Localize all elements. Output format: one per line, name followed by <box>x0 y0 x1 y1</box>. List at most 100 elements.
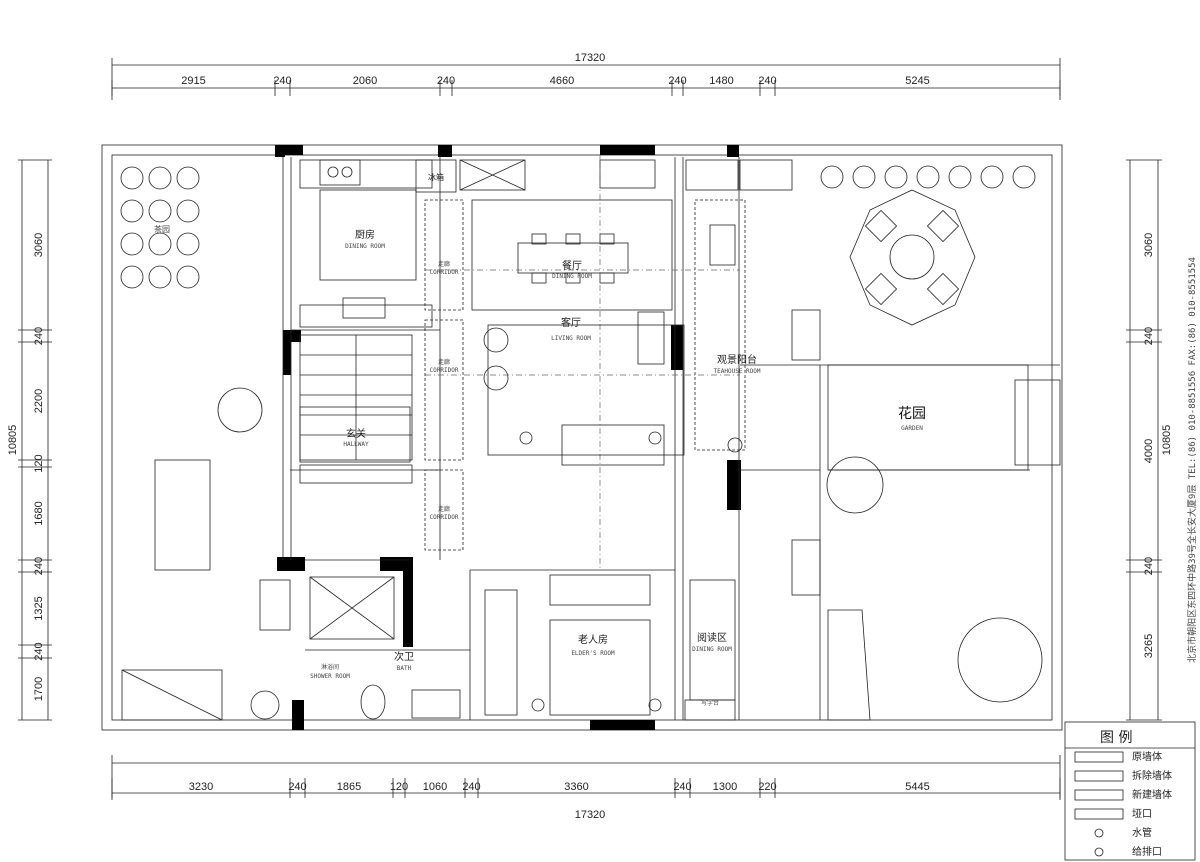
bottom-dim-label: 5445 <box>905 781 929 793</box>
top-dim-label: 240 <box>273 75 291 87</box>
legend-item: 水管 <box>1132 826 1152 839</box>
bottom-dim-label: 1060 <box>423 781 447 793</box>
garden-lower <box>121 459 871 721</box>
reading-sublabel: DINING ROOM <box>692 646 732 653</box>
corridor2-label: 走廊 <box>438 358 450 366</box>
fridge-box <box>415 159 457 193</box>
top-dim-label: 240 <box>758 75 776 87</box>
shower-sublabel: SHOWER ROOM <box>310 673 350 680</box>
left-total-dim: 10805 <box>7 425 19 456</box>
left-dim-label: 1680 <box>33 501 45 525</box>
top-dim-label: 4660 <box>550 75 574 87</box>
living-area <box>425 311 740 466</box>
stairs <box>299 334 413 461</box>
tea-room-label: 观景阳台 <box>717 353 757 366</box>
bath-sublabel: BATH <box>397 665 412 672</box>
right-dim-label: 3265 <box>1143 634 1155 658</box>
legend-item: 垭口 <box>1132 807 1152 820</box>
corridor3-label: 走廊 <box>438 505 450 513</box>
corridor-boxes <box>424 199 464 551</box>
gazebo <box>849 189 976 326</box>
corridor1-label: 走廊 <box>438 260 450 268</box>
left-dim-label: 240 <box>33 327 45 345</box>
bottom-dim-label: 220 <box>758 781 776 793</box>
top-dim-label: 1480 <box>709 75 733 87</box>
dining-area <box>425 155 740 570</box>
walls <box>275 145 741 730</box>
corridor1-sublabel: CORRIDOR <box>430 269 459 276</box>
left-dim-label: 1325 <box>33 596 45 620</box>
legend-title: 图 例 <box>1100 730 1132 746</box>
bath-fixtures <box>250 576 461 720</box>
right-dimensions: 10805 3060 240 4000 240 3265 <box>1126 159 1173 721</box>
fridge-label: 冰箱 <box>428 172 444 182</box>
right-dim-label: 240 <box>1143 327 1155 345</box>
garden-sublabel: GARDEN <box>901 425 923 432</box>
entry-sublabel: HALLWAY <box>343 441 369 448</box>
left-dimensions: 10805 3060 240 2200 120 1680 240 1325 240 1700 <box>7 159 52 721</box>
top-dim-label: 240 <box>668 75 686 87</box>
bottom-dim-label: 3230 <box>189 781 213 793</box>
corridor2-sublabel: CORRIDOR <box>430 367 459 374</box>
entry-label: 玄关 <box>346 427 366 440</box>
entry-box <box>299 406 413 484</box>
bottom-dim-label: 1300 <box>713 781 737 793</box>
teahouse-balcony <box>694 199 746 453</box>
left-dim-label: 3060 <box>33 233 45 257</box>
left-dim-label: 240 <box>33 642 45 660</box>
left-dim-label: 1700 <box>33 677 45 701</box>
bottom-dim-label: 240 <box>288 781 306 793</box>
inner-boundary <box>111 154 1053 721</box>
large-trees <box>217 387 1043 703</box>
right-dim-label: 4000 <box>1143 439 1155 463</box>
top-right-trees <box>820 165 1036 189</box>
storage-cabinets <box>459 159 793 191</box>
left-dim-label: 120 <box>33 454 45 472</box>
washer-label: 写字台 <box>701 699 719 707</box>
living-sublabel: LIVING ROOM <box>551 335 591 342</box>
kitchen-label: 厨房 <box>355 228 375 241</box>
kitchen-sublabel: DINING ROOM <box>345 243 385 250</box>
bottom-dim-label: 240 <box>673 781 691 793</box>
site-boundary <box>101 144 1063 731</box>
right-total-dim: 10805 <box>1161 425 1173 456</box>
elder-label: 老人房 <box>578 633 608 646</box>
bottom-dim-label: 3360 <box>564 781 588 793</box>
garden-label: 花园 <box>898 406 926 422</box>
dining-sublabel: DINING ROOM <box>552 273 592 280</box>
top-total-dim: 17320 <box>575 52 606 64</box>
kitchen-counters <box>299 159 433 328</box>
living-label: 客厅 <box>561 316 581 329</box>
reading-label: 阅读区 <box>697 631 727 644</box>
bath-label: 次卫 <box>394 650 414 663</box>
room-labels: 厨房 DINING ROOM 餐厅 DINING ROOM 客厅 LIVING … <box>154 172 926 707</box>
shower-label: 淋浴间 <box>321 663 339 671</box>
legend-item: 给排口 <box>1132 845 1162 858</box>
tea-garden-label: 茶园 <box>154 224 170 234</box>
left-dim-label: 2200 <box>33 389 45 413</box>
reading-area <box>684 579 736 721</box>
dining-label: 餐厅 <box>562 259 582 272</box>
right-dim-label: 240 <box>1143 557 1155 575</box>
top-dimensions: 17320 2915 240 2060 240 4660 240 1480 240 5245 <box>111 52 1061 100</box>
top-dim-label: 5245 <box>905 75 929 87</box>
legend-item: 原墙体 <box>1132 750 1162 763</box>
bottom-dim-label: 1865 <box>337 781 361 793</box>
legend-item: 拆除墙体 <box>1132 769 1172 782</box>
bottom-total-dim: 17320 <box>575 809 606 821</box>
left-dim-label: 240 <box>33 557 45 575</box>
tea-room-sublabel: TEAHOUSE ROOM <box>714 368 761 375</box>
corridor3-sublabel: CORRIDOR <box>430 514 459 521</box>
bottom-dim-label: 120 <box>390 781 408 793</box>
top-dim-label: 2915 <box>181 75 205 87</box>
left-garden-trees <box>120 166 200 289</box>
right-dim-label: 3060 <box>1143 233 1155 257</box>
elder-room-furniture <box>484 574 662 716</box>
top-dim-label: 240 <box>437 75 455 87</box>
elder-sublabel: ELDER'S ROOM <box>571 650 615 657</box>
top-dim-label: 2060 <box>353 75 377 87</box>
garden-deck <box>791 309 1061 596</box>
